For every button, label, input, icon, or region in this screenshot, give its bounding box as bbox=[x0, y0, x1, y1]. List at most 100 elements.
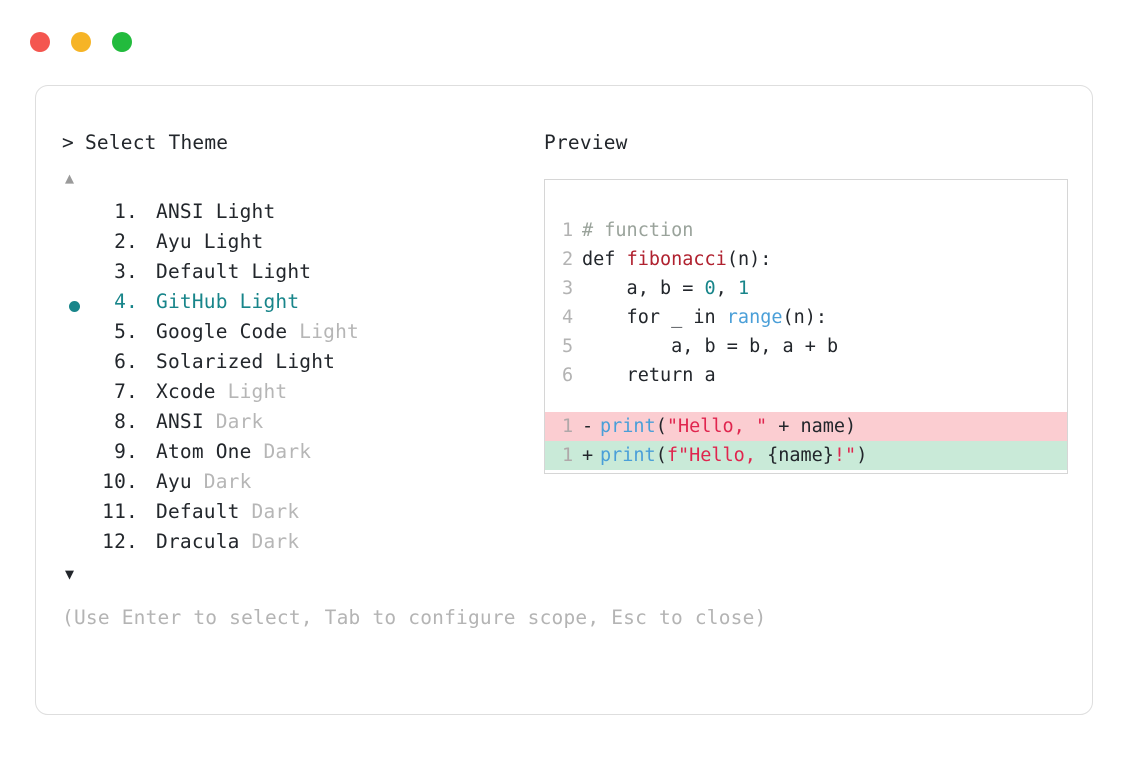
theme-item-space bbox=[240, 530, 252, 553]
theme-item-variant: Dark bbox=[263, 440, 312, 463]
code-line-text: return a bbox=[582, 361, 716, 390]
scroll-up-icon[interactable]: ▲ bbox=[65, 169, 75, 187]
code-line-text: # function bbox=[582, 216, 693, 245]
theme-item-name: Xcode bbox=[156, 380, 216, 403]
code-token: 1 bbox=[737, 278, 750, 299]
theme-item-space bbox=[192, 470, 204, 493]
minimize-button[interactable] bbox=[71, 32, 91, 52]
code-token: ) bbox=[856, 445, 868, 466]
maximize-button[interactable] bbox=[112, 32, 132, 52]
theme-list-item[interactable]: 8. ANSI Dark bbox=[62, 410, 532, 440]
theme-item-number: 5. bbox=[114, 320, 138, 343]
theme-item-variant: Light bbox=[251, 260, 312, 283]
code-line-text: for _ in range(n): bbox=[582, 303, 828, 332]
line-number: 5 bbox=[562, 336, 574, 357]
diff-line-text: print("Hello, " + name) bbox=[600, 412, 856, 441]
theme-item-gap bbox=[138, 440, 156, 463]
theme-item-space bbox=[216, 380, 228, 403]
code-token: f"Hello, bbox=[666, 445, 768, 466]
code-token: a, b = b, a + b bbox=[582, 336, 839, 357]
code-token: a, b = bbox=[582, 278, 705, 299]
prompt-caret-icon: > bbox=[62, 131, 74, 154]
theme-list-item[interactable]: 6. Solarized Light bbox=[62, 350, 532, 380]
code-spacer bbox=[545, 390, 1067, 412]
theme-item-variant: Dark bbox=[215, 410, 264, 433]
theme-item-space bbox=[204, 200, 216, 223]
theme-item-space bbox=[192, 230, 204, 253]
theme-item-space bbox=[240, 260, 252, 283]
theme-item-variant: Light bbox=[215, 200, 276, 223]
code-token: (n): bbox=[782, 307, 828, 328]
theme-item-variant: Light bbox=[203, 230, 264, 253]
theme-item-number: 9. bbox=[114, 440, 138, 463]
theme-item-name: Ayu bbox=[156, 230, 192, 253]
theme-item-variant: Light bbox=[275, 350, 336, 373]
theme-item-variant: Light bbox=[239, 290, 300, 313]
preview-label: Preview bbox=[544, 131, 628, 154]
code-token: + name) bbox=[767, 416, 857, 437]
line-number: 2 bbox=[562, 249, 574, 270]
code-line: 4 for _ in range(n): bbox=[545, 303, 1067, 332]
theme-item-gap bbox=[138, 320, 156, 343]
code-token: def bbox=[582, 249, 627, 270]
code-token: print bbox=[600, 416, 656, 437]
theme-list-item[interactable]: 2. Ayu Light bbox=[62, 230, 532, 260]
theme-list-item[interactable]: 4. GitHub Light bbox=[62, 290, 532, 320]
code-line: 2 def fibonacci(n): bbox=[545, 245, 1067, 274]
code-token: # function bbox=[582, 220, 694, 241]
diff-line-add: 1+print(f"Hello, {name}!") bbox=[545, 441, 1067, 470]
theme-item-number: 10. bbox=[102, 470, 138, 493]
theme-item-number: 2. bbox=[114, 230, 138, 253]
selected-bullet-icon bbox=[69, 301, 80, 312]
theme-item-name: ANSI bbox=[156, 410, 204, 433]
code-token: print bbox=[600, 445, 656, 466]
theme-item-space bbox=[263, 350, 275, 373]
line-number: 3 bbox=[562, 278, 574, 299]
code-line: 1# function bbox=[545, 216, 1067, 245]
theme-list-item[interactable]: 9. Atom One Dark bbox=[62, 440, 532, 470]
theme-item-number: 12. bbox=[102, 530, 138, 553]
code-line-text: def fibonacci(n): bbox=[582, 245, 771, 274]
theme-list-item[interactable]: 3. Default Light bbox=[62, 260, 532, 290]
window-traffic-lights bbox=[30, 32, 132, 52]
theme-list-item[interactable]: 10. Ayu Dark bbox=[62, 470, 532, 500]
theme-item-number: 3. bbox=[114, 260, 138, 283]
code-token: "Hello, " bbox=[666, 416, 768, 437]
theme-item-gap bbox=[138, 260, 156, 283]
theme-list-item[interactable]: 12. Dracula Dark bbox=[62, 530, 532, 560]
line-number: 1 bbox=[562, 416, 574, 437]
diff-line-text: print(f"Hello, {name}!") bbox=[600, 441, 867, 470]
theme-list-item[interactable]: 11. Default Dark bbox=[62, 500, 532, 530]
theme-item-space bbox=[240, 500, 252, 523]
theme-list-item[interactable]: 1. ANSI Light bbox=[62, 200, 532, 230]
theme-item-gap bbox=[138, 530, 156, 553]
theme-item-gap bbox=[138, 410, 156, 433]
line-number: 1 bbox=[562, 445, 574, 466]
theme-item-variant: Light bbox=[227, 380, 288, 403]
theme-item-name: Google Code bbox=[156, 320, 288, 343]
theme-item-space bbox=[287, 320, 299, 343]
code-token: 0 bbox=[704, 278, 716, 299]
code-token: fibonacci bbox=[626, 249, 727, 270]
theme-item-gap bbox=[138, 200, 156, 223]
code-token: , bbox=[715, 278, 738, 299]
theme-list-item[interactable]: 7. Xcode Light bbox=[62, 380, 532, 410]
diff-sign: - bbox=[582, 416, 594, 437]
code-line-text: a, b = 0, 1 bbox=[582, 274, 750, 303]
code-token: return a bbox=[582, 365, 716, 386]
code-token: ( bbox=[655, 416, 667, 437]
code-token: {name} bbox=[767, 445, 834, 466]
scroll-down-icon[interactable]: ▼ bbox=[65, 565, 75, 583]
theme-item-gap bbox=[138, 230, 156, 253]
line-number: 6 bbox=[562, 365, 574, 386]
theme-list-item[interactable]: 5. Google Code Light bbox=[62, 320, 532, 350]
prompt-header: > Select Theme bbox=[62, 131, 532, 154]
theme-item-number: 7. bbox=[114, 380, 138, 403]
keyboard-hint: (Use Enter to select, Tab to configure s… bbox=[62, 606, 767, 629]
close-button[interactable] bbox=[30, 32, 50, 52]
theme-item-name: Dracula bbox=[156, 530, 240, 553]
theme-item-gap bbox=[138, 290, 156, 313]
diff-line-del: 1-print("Hello, " + name) bbox=[545, 412, 1067, 441]
